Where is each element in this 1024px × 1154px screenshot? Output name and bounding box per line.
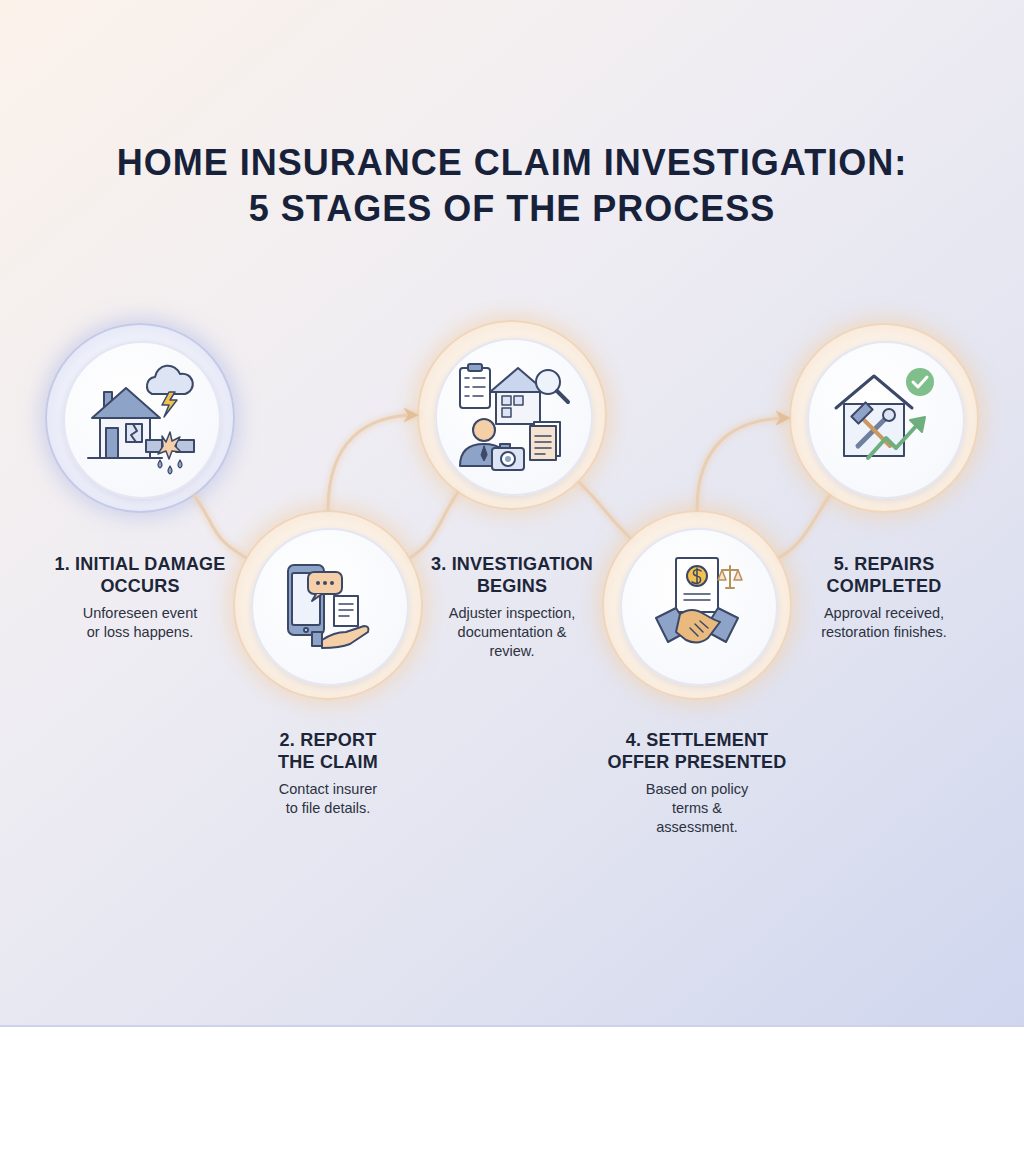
stage-heading: 5. REPAIRS COMPLETED	[789, 553, 979, 597]
settlement-icon	[656, 558, 742, 643]
stage-circle	[789, 323, 979, 513]
stage-heading: 2. REPORT THE CLAIM	[268, 729, 388, 773]
diagram-title: HOME INSURANCE CLAIM INVESTIGATION: 5 ST…	[107, 140, 917, 232]
stage-node: 1. INITIAL DAMAGE OCCURSUnforeseen event…	[45, 323, 235, 513]
icon-disc	[435, 338, 593, 496]
stage-text: 2. REPORT THE CLAIM Contact insurer to fi…	[173, 729, 483, 818]
stage-text: 5. REPAIRS COMPLETED Approval received, r…	[729, 553, 1024, 642]
flow-connector	[697, 418, 789, 510]
stage-description: Adjuster inspection, documentation & rev…	[442, 604, 582, 661]
stage-text: 4. SETTLEMENT OFFER PRESENTED Based on po…	[542, 729, 852, 837]
stage-node: 2. REPORT THE CLAIMContact insurer to fi…	[233, 510, 423, 700]
flow-connector	[410, 493, 457, 558]
stage-node: 5. REPAIRS COMPLETEDApproval received, r…	[789, 323, 979, 513]
stage-circle	[45, 323, 235, 513]
stage-description: Approval received, restoration finishes.	[814, 604, 954, 642]
flow-connector	[328, 415, 417, 510]
flow-connector	[579, 482, 630, 538]
repairs-icon	[836, 368, 934, 458]
icon-disc	[63, 341, 221, 499]
icon-disc	[251, 528, 409, 686]
icon-disc	[620, 528, 778, 686]
investigation-icon	[460, 364, 568, 470]
flow-connector	[195, 496, 246, 558]
damage-icon	[88, 366, 194, 474]
stage-description: Contact insurer to file details.	[276, 780, 381, 818]
flow-connector	[779, 496, 829, 558]
report-icon	[288, 565, 369, 648]
icon-disc	[807, 341, 965, 499]
stage-description: Unforeseen event or loss happens.	[78, 604, 203, 642]
stage-heading: 4. SETTLEMENT OFFER PRESENTED	[602, 729, 792, 773]
stage-description: Based on policy terms & assessment.	[635, 780, 760, 837]
stage-heading: 3. INVESTIGATION BEGINS	[412, 553, 612, 597]
stage-heading: 1. INITIAL DAMAGE OCCURS	[40, 553, 240, 597]
stage-circle	[233, 510, 423, 700]
